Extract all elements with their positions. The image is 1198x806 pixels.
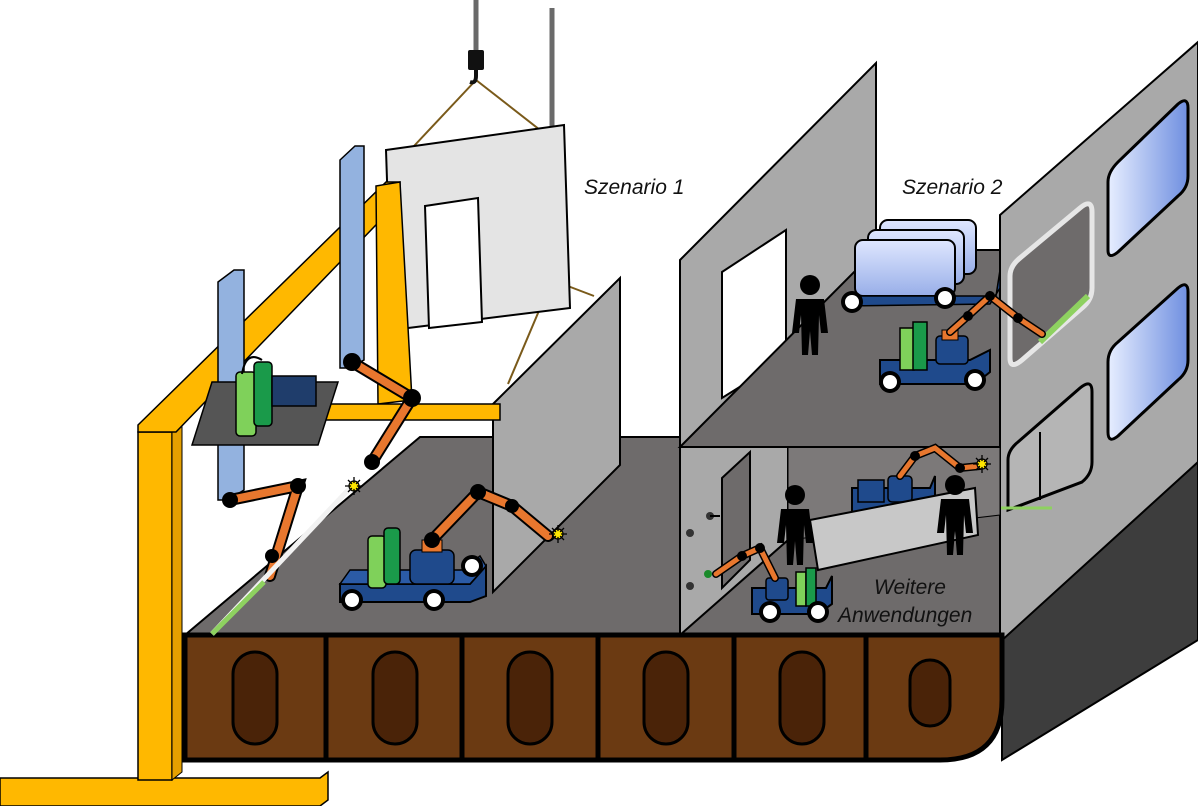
- gantry-crane: [0, 181, 501, 806]
- window-lower: [1106, 283, 1190, 441]
- porthole: [908, 658, 952, 728]
- mobile-robot-scenario2: [879, 290, 1046, 393]
- label-scenario-1: Szenario 1: [584, 176, 684, 199]
- bolt-icon: [686, 512, 720, 590]
- battery-icon: [253, 361, 273, 427]
- battery-platform: [190, 356, 340, 446]
- hull-front: [182, 632, 1005, 763]
- vertical-axis-pillar: [217, 145, 365, 501]
- tank-stack: [841, 219, 1001, 313]
- door-opening: [423, 196, 484, 330]
- crane-hook-icon: [468, 50, 484, 85]
- porthole: [371, 650, 419, 746]
- door-lower: [1006, 382, 1094, 513]
- window-upper: [1106, 99, 1190, 257]
- porthole: [231, 650, 279, 746]
- label-further-applications-line1: Weitere: [874, 576, 946, 599]
- robot-arm-icon: [222, 353, 421, 582]
- battery-icon: [235, 371, 257, 437]
- porthole: [778, 650, 826, 746]
- porthole: [642, 650, 690, 746]
- label-further-applications-line2: Anwendungen: [836, 604, 972, 627]
- mobile-robot-lower: [712, 542, 833, 623]
- carried-panel: [808, 486, 980, 572]
- label-scenario-2: Szenario 2: [902, 176, 1003, 199]
- porthole: [506, 650, 554, 746]
- mobile-robot-scenario1: [338, 484, 554, 611]
